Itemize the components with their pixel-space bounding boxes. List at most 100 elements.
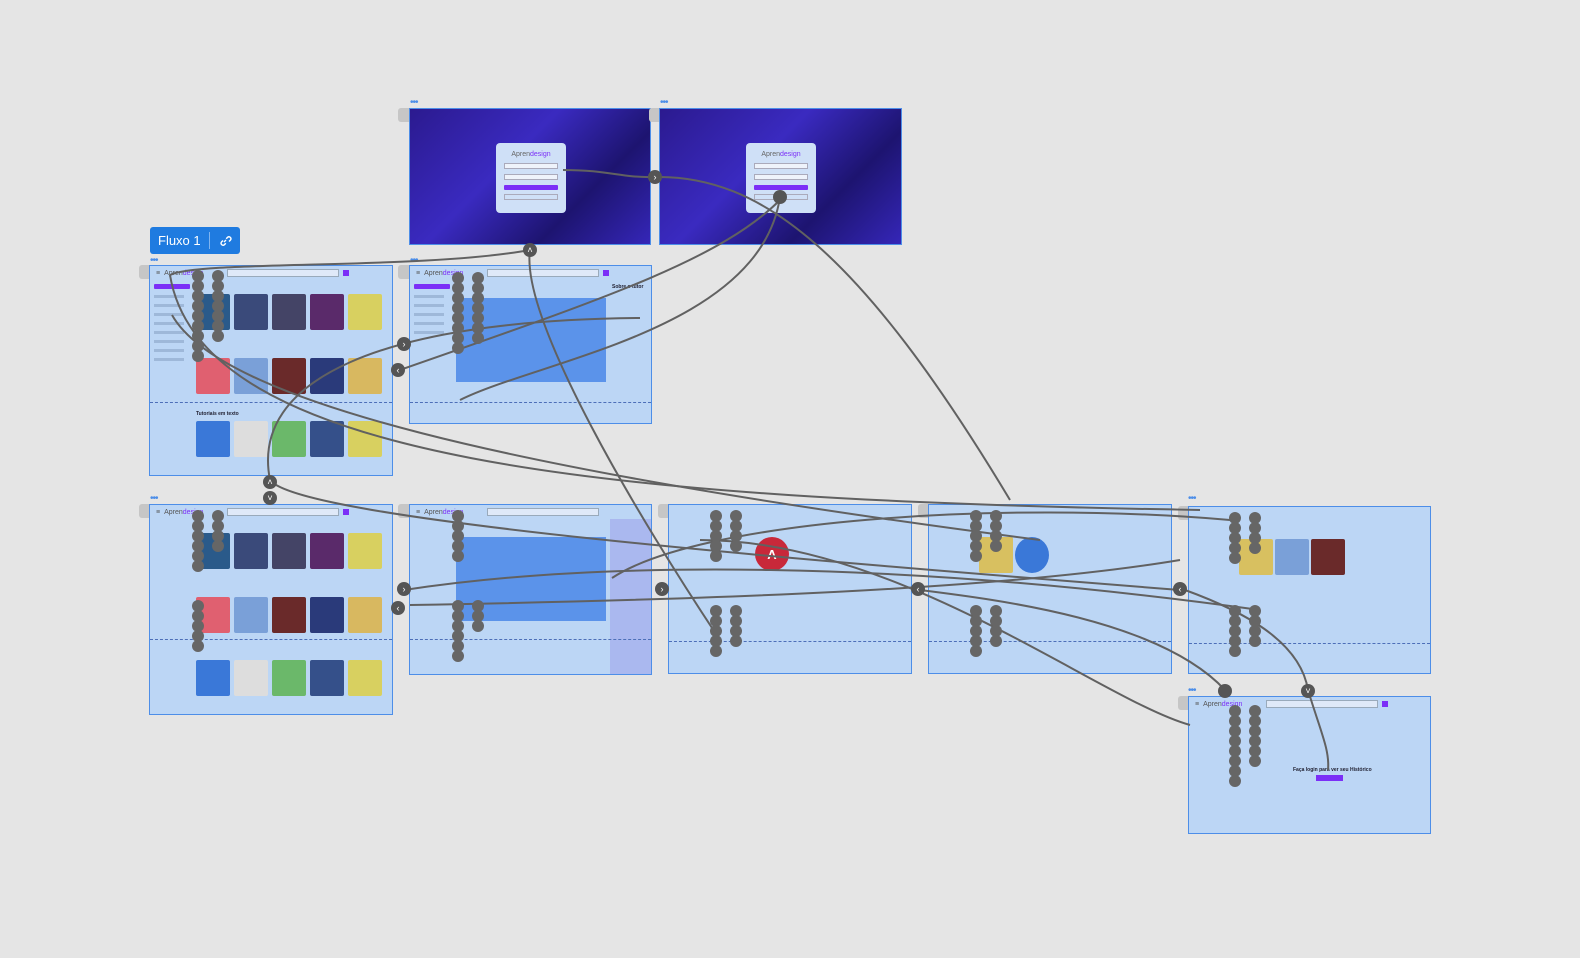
frame-handle[interactable]: ••• — [150, 255, 158, 266]
chevron-icon[interactable]: ‹ — [391, 363, 405, 377]
chevron-icon[interactable]: › — [648, 170, 662, 184]
chevron-icon[interactable]: ‹ — [911, 582, 925, 596]
chevron-icon[interactable]: ˄ — [523, 243, 537, 257]
link-icon[interactable] — [218, 234, 232, 248]
chevron-icon[interactable]: ˅ — [263, 491, 277, 505]
login-submit-button[interactable] — [754, 185, 808, 190]
chevron-icon[interactable]: › — [655, 582, 669, 596]
adobe-icon[interactable]: A — [755, 537, 789, 571]
saved-thumb[interactable] — [1015, 537, 1049, 573]
article-thumb[interactable] — [348, 421, 382, 457]
chevron-icon[interactable]: ‹ — [391, 601, 405, 615]
sidebar-item[interactable] — [154, 349, 184, 352]
video-thumb[interactable] — [310, 294, 344, 330]
home-screen-frame[interactable]: ≡ Aprendesign Tutoriais em texto — [149, 265, 393, 476]
hotspot-stack[interactable] — [452, 272, 464, 354]
hamburger-icon[interactable]: ≡ — [416, 269, 421, 277]
chevron-icon[interactable]: ‹ — [1173, 582, 1187, 596]
search-input[interactable] — [227, 269, 340, 277]
article-thumb[interactable] — [234, 421, 268, 457]
login-submit-button[interactable] — [504, 185, 558, 190]
history-thumb[interactable] — [1311, 539, 1345, 575]
search-button[interactable] — [343, 509, 350, 515]
history-empty-screen-frame[interactable]: ≡ Aprendesign Faça login para ver seu Hi… — [1188, 696, 1431, 834]
hotspot-stack[interactable] — [730, 605, 742, 647]
video-thumb[interactable] — [272, 294, 306, 330]
hotspot-stack[interactable] — [990, 510, 1002, 552]
search-input[interactable] — [487, 508, 600, 516]
login-filled-screen-frame[interactable]: Aprendesign — [659, 108, 902, 245]
video-thumb[interactable] — [348, 597, 382, 633]
hamburger-icon[interactable]: ≡ — [1195, 700, 1200, 708]
login-password-field[interactable] — [504, 174, 558, 180]
sidebar-item[interactable] — [414, 331, 444, 334]
sidebar-item[interactable] — [154, 304, 184, 307]
login-password-field[interactable] — [754, 174, 808, 180]
hotspot-stack[interactable] — [192, 510, 204, 572]
home-logged-screen-frame[interactable]: ≡ Aprendesign — [149, 504, 393, 715]
history-thumb[interactable] — [1275, 539, 1309, 575]
hotspot-stack[interactable] — [1249, 512, 1261, 554]
hotspot-stack[interactable] — [472, 272, 484, 344]
hotspot-stack[interactable] — [212, 270, 224, 342]
video-thumb[interactable] — [234, 294, 268, 330]
sidebar-item[interactable] — [154, 331, 184, 334]
hamburger-icon[interactable]: ≡ — [416, 508, 421, 516]
video-thumb[interactable] — [348, 358, 382, 394]
history-login-button[interactable] — [1316, 775, 1343, 781]
article-thumb[interactable] — [196, 421, 230, 457]
chevron-icon[interactable]: › — [397, 337, 411, 351]
video-thumb[interactable] — [272, 597, 306, 633]
video-thumb[interactable] — [234, 533, 268, 569]
hamburger-icon[interactable]: ≡ — [156, 508, 161, 516]
hamburger-icon[interactable]: ≡ — [156, 269, 161, 277]
article-thumb[interactable] — [348, 660, 382, 696]
video-thumb[interactable] — [272, 533, 306, 569]
article-thumb[interactable] — [310, 421, 344, 457]
video-thumb[interactable] — [310, 597, 344, 633]
frame-handle[interactable]: ••• — [1188, 493, 1196, 504]
hotspot-stack[interactable] — [1249, 605, 1261, 647]
sidebar-item[interactable] — [414, 295, 444, 298]
hotspot-stack[interactable] — [730, 510, 742, 552]
article-thumb[interactable] — [272, 421, 306, 457]
hotspot-stack[interactable] — [212, 510, 224, 552]
hotspot-stack[interactable] — [1249, 705, 1261, 767]
search-button[interactable] — [343, 270, 350, 276]
sidebar-login-button[interactable] — [414, 284, 450, 289]
search-input[interactable] — [487, 269, 600, 277]
video-thumb[interactable] — [348, 533, 382, 569]
hotspot-stack[interactable] — [452, 510, 464, 562]
hotspot-stack[interactable] — [452, 600, 464, 662]
frame-handle[interactable]: ••• — [410, 97, 418, 108]
sidebar-item[interactable] — [414, 322, 444, 325]
hotspot-stack[interactable] — [192, 600, 204, 652]
search-input[interactable] — [1266, 700, 1379, 708]
sidebar-item[interactable] — [154, 313, 184, 316]
login-signup-button[interactable] — [504, 194, 558, 200]
frame-handle[interactable]: ••• — [150, 493, 158, 504]
article-thumb[interactable] — [234, 660, 268, 696]
chevron-icon[interactable] — [773, 190, 787, 204]
hotspot-stack[interactable] — [1229, 705, 1241, 787]
frame-handle[interactable]: ••• — [660, 97, 668, 108]
login-email-field[interactable] — [504, 163, 558, 169]
chevron-icon[interactable]: › — [397, 582, 411, 596]
search-input[interactable] — [227, 508, 340, 516]
chevron-icon[interactable]: ˅ — [1301, 684, 1315, 698]
article-thumb[interactable] — [272, 660, 306, 696]
hotspot-stack[interactable] — [192, 270, 204, 362]
flow-label-badge[interactable]: Fluxo 1 — [150, 227, 240, 254]
video-thumb[interactable] — [310, 533, 344, 569]
hotspot-stack[interactable] — [990, 605, 1002, 647]
sidebar-item[interactable] — [154, 322, 184, 325]
search-button[interactable] — [603, 270, 610, 276]
hotspot-stack[interactable] — [710, 510, 722, 562]
article-thumb[interactable] — [196, 660, 230, 696]
hotspot-stack[interactable] — [472, 600, 484, 632]
chevron-icon[interactable] — [1218, 684, 1232, 698]
sidebar-item[interactable] — [154, 340, 184, 343]
history-screen-frame[interactable] — [1188, 506, 1431, 674]
search-button[interactable] — [1382, 701, 1389, 707]
hotspot-stack[interactable] — [970, 510, 982, 562]
